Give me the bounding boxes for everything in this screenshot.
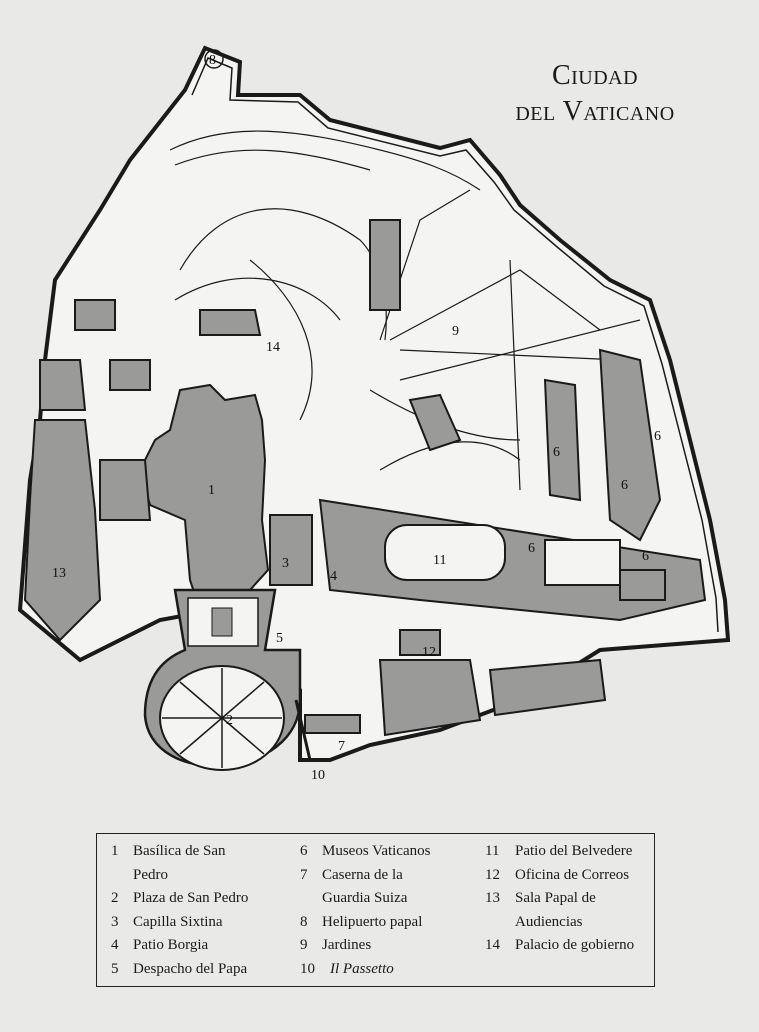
legend-item-13-cont: Audiencias [515, 913, 583, 930]
label-11: 11 [433, 553, 446, 568]
building-west-2 [109, 359, 151, 391]
sala-audiencias [23, 419, 102, 642]
label-6e: 6 [642, 549, 649, 564]
label-8: 8 [209, 53, 216, 68]
building-south-1 [378, 659, 482, 737]
label-13: 13 [52, 566, 66, 581]
building-north-1 [369, 219, 401, 311]
inner-wall [191, 57, 719, 633]
label-1: 1 [208, 483, 215, 498]
museum-wing-east [598, 348, 662, 542]
label-7: 7 [338, 739, 345, 754]
label-12: 12 [422, 645, 436, 660]
label-14: 14 [266, 340, 280, 355]
label-9: 9 [452, 324, 459, 339]
label-5: 5 [276, 631, 283, 646]
label-3: 3 [282, 556, 289, 571]
label-4: 4 [330, 569, 337, 584]
label-6d: 6 [528, 541, 535, 556]
building-west-4 [99, 459, 152, 521]
label-10: 10 [311, 768, 325, 783]
label-6b: 6 [654, 429, 661, 444]
label-6a: 6 [553, 445, 560, 460]
legend-item-1-cont: Pedro [133, 866, 168, 883]
legend-item-7-cont: Guardia Suiza [322, 890, 408, 906]
patio-belvedere-east [544, 539, 621, 586]
museum-block-6 [543, 378, 582, 502]
swiss-guard-barracks [304, 714, 361, 734]
label-2: 2 [226, 713, 233, 728]
map-title-line2: del Vaticano [515, 96, 675, 127]
label-6c: 6 [621, 478, 628, 493]
capilla-sixtina [269, 514, 313, 586]
building-south-2 [488, 658, 607, 717]
helipad-marker [204, 49, 224, 69]
belvedere-center [408, 393, 462, 452]
il-passetto [294, 699, 312, 761]
map-title-line1: Ciudad [551, 60, 639, 91]
map-title: Ciudad del Vaticano [480, 58, 710, 130]
building-east-strip [619, 569, 666, 601]
building-west-3 [39, 359, 87, 411]
patio-belvedere [384, 524, 506, 581]
palacio-gobierno [199, 309, 262, 336]
oficina-correos [399, 629, 441, 656]
buildings [23, 219, 707, 737]
building-west-1 [74, 299, 116, 331]
plaza-san-pedro [143, 588, 302, 771]
